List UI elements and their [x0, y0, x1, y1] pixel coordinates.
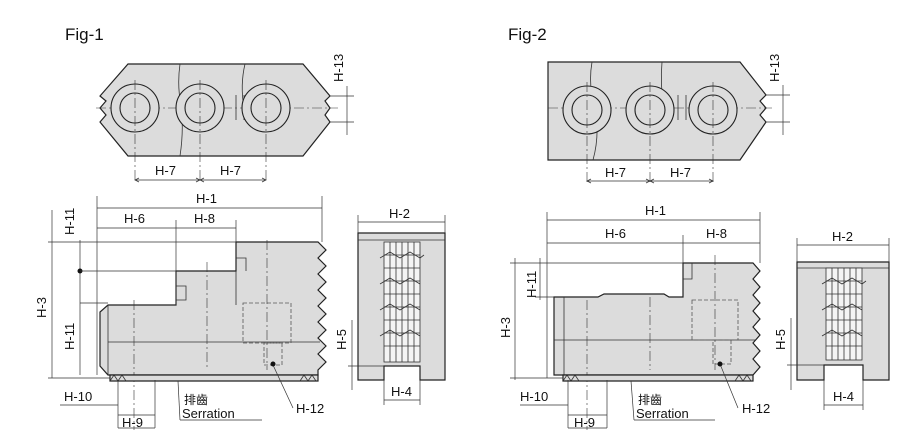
fig2-dim-h8: H-8 [706, 226, 727, 241]
fig2-dim-h10: H-10 [520, 389, 548, 404]
fig1-dim-h11-top: H-11 [62, 208, 77, 235]
fig1-dim-h1: H-1 [196, 191, 217, 206]
fig1-dim-h3: H-3 [34, 297, 49, 318]
fig1-top-dim-h13: H-13 [331, 54, 346, 82]
fig2-dim-h1: H-1 [645, 203, 666, 218]
fig1-serration-en: Serration [182, 406, 235, 421]
fig2-top-dim-h7-a: H-7 [605, 165, 626, 180]
fig2-title: Fig-2 [508, 25, 547, 44]
fig2-serration-cn: 排齒 [638, 393, 662, 407]
fig2-top-dim-h7-b: H-7 [670, 165, 691, 180]
fig1-serration-grid [379, 241, 425, 363]
fig1-top-dim-h7-a: H-7 [155, 163, 176, 178]
fig2-dim-h9: H-9 [574, 415, 595, 430]
fig1-top-view [96, 63, 354, 183]
fig2-serration-en: Serration [636, 406, 689, 421]
fig1-dim-h10: H-10 [64, 389, 92, 404]
fig1-side-view [348, 215, 446, 405]
fig1-dim-h6: H-6 [124, 211, 145, 226]
fig2-dim-h12: H-12 [742, 401, 770, 416]
fig2-dim-h6: H-6 [605, 226, 626, 241]
fig2-dim-h11: H-11 [524, 271, 539, 298]
fig1-front-view [99, 240, 327, 430]
fig2-side-view [787, 238, 890, 410]
fig1-dim-h11-bottom: H-11 [62, 323, 77, 350]
fig2-dim-h3: H-3 [498, 317, 513, 338]
fig2-front-dims [510, 212, 761, 429]
fig1-front-dims [48, 196, 323, 429]
fig2-dim-h5: H-5 [773, 329, 788, 350]
fig1-serration-cn: 排齒 [184, 393, 208, 407]
fig1-dim-h12: H-12 [296, 401, 324, 416]
fig2-dim-h2: H-2 [832, 229, 853, 244]
fig1-dim-h4: H-4 [391, 384, 412, 399]
fig1-dim-h5: H-5 [334, 329, 349, 350]
fig2-serration-grid [821, 267, 867, 361]
fig2-top-dim-h13: H-13 [767, 54, 782, 82]
fig2-top-view [547, 61, 790, 185]
fig1-dim-h8: H-8 [194, 211, 215, 226]
fig2-dim-h4: H-4 [833, 389, 854, 404]
fig1-title: Fig-1 [65, 25, 104, 44]
fig1-top-dim-h7-b: H-7 [220, 163, 241, 178]
fig1-dim-h2: H-2 [389, 206, 410, 221]
fig1-dim-h9: H-9 [122, 415, 143, 430]
fig2-front-view [553, 255, 761, 430]
